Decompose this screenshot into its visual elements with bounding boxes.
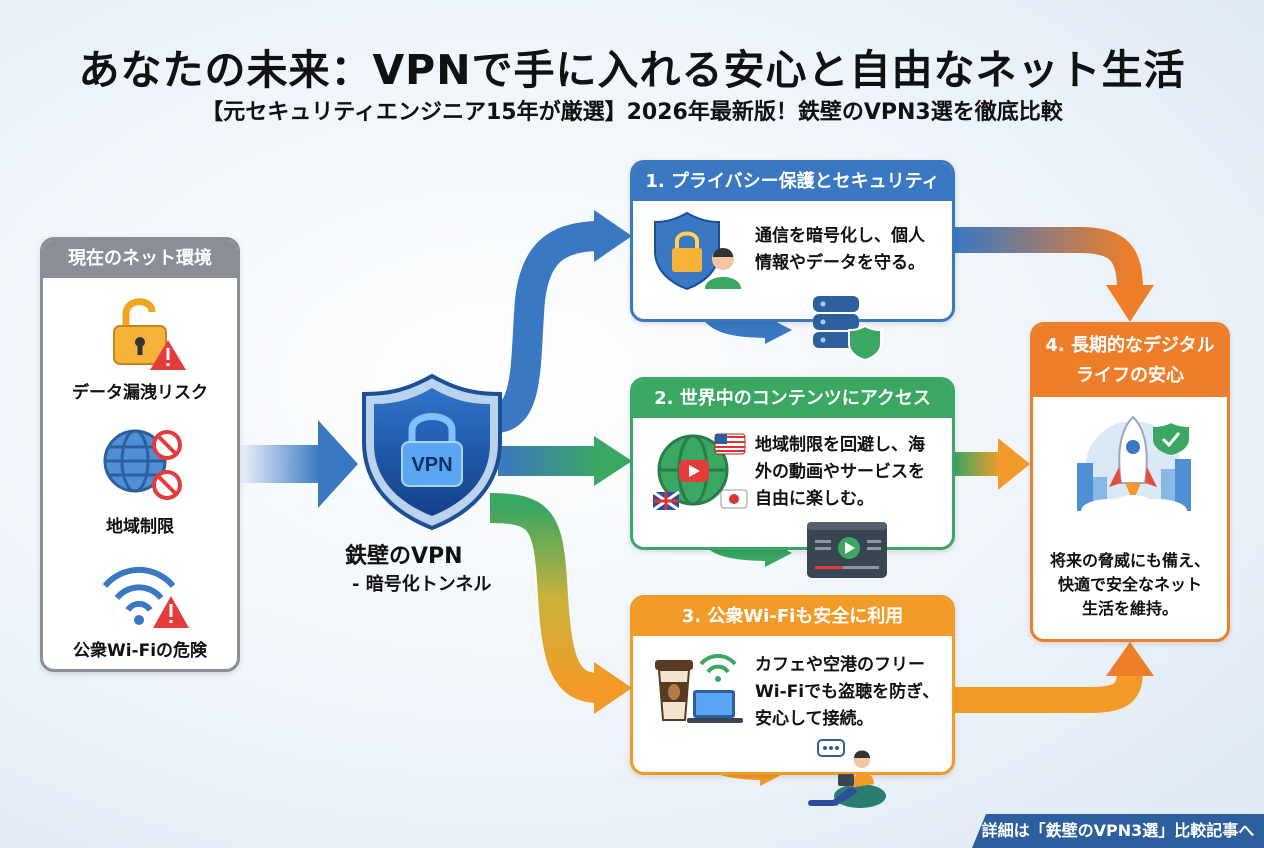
current-environment-panel: 現在のネット環境 データ漏洩リスク 地域制限 公衆Wi-Fiの危険 — [40, 237, 240, 672]
region-restriction-label: 地域制限 — [106, 517, 174, 537]
public-wifi-panel: 3. 公衆Wi-Fiも安全に利用 カフェや空港のフリー Wi-Fiでも盗聴を防ぎ… — [630, 595, 955, 775]
global-content-heading: 2. 世界中のコンテンツにアクセス — [633, 380, 952, 418]
arrow-vpn-to-contents — [498, 436, 632, 486]
current-environment-heading: 現在のネット環境 — [43, 240, 237, 278]
article-link-banner[interactable]: 詳細は「鉄壁のVPN3選」比較記事へ — [972, 814, 1264, 848]
arrow-privacy-to-future — [955, 227, 1154, 322]
global-content-panel: 2. 世界中のコンテンツにアクセス 地域制限を回避し、海 外の動画やサービスを … — [630, 377, 955, 550]
shield-user-icon — [654, 211, 741, 291]
page-title: あなたの未来：VPNで手に入れる安心と自由なネット生活 — [78, 46, 1186, 94]
data-leak-label: データ漏洩リスク — [72, 383, 208, 403]
public-wifi-text: カフェや空港のフリー Wi-Fiでも盗聴を防ぎ、 安心して接続。 — [755, 655, 940, 729]
arrow-vpn-to-wifi — [489, 493, 632, 714]
database-shield-icon — [813, 296, 882, 362]
arrow-to-server-head — [765, 316, 792, 344]
globe-blocked-icon — [103, 429, 182, 500]
privacy-security-panel: 1. プライバシー保護とセキュリティ 通信を暗号化し、個人 情報やデータを守る。 — [630, 160, 955, 322]
coffee-laptop-wifi-icon — [655, 653, 743, 723]
vpn-label: 鉄壁のVPN — [345, 544, 463, 569]
public-wifi-heading: 3. 公衆Wi-Fiも安全に利用 — [633, 598, 952, 636]
vpn-sublabel: - 暗号化トンネル — [352, 574, 492, 595]
vpn-shield-icon: VPN — [362, 373, 502, 531]
arrow-contents-to-future — [955, 438, 1030, 490]
arrow-wifi-to-future — [955, 642, 1154, 713]
open-lock-warning-icon — [113, 298, 186, 370]
future-security-panel: 4. 長期的なデジタル ライフの安心 将来の脅威にも備え、 快適で安全なネット … — [1030, 322, 1230, 642]
vpn-shield-text: VPN — [411, 454, 452, 476]
arrow-vpn-to-privacy — [493, 210, 632, 433]
public-wifi-danger-label: 公衆Wi-Fiの危険 — [72, 641, 208, 661]
privacy-security-text: 通信を暗号化し、個人 情報やデータを守る。 — [755, 226, 925, 273]
arrow-current-to-vpn — [240, 420, 358, 508]
user-with-tablet-icon — [808, 739, 886, 808]
future-security-heading: 4. 長期的なデジタル ライフの安心 — [1033, 325, 1227, 397]
wifi-warning-icon — [102, 567, 189, 628]
video-player-icon — [807, 522, 887, 578]
future-security-text: 将来の脅威にも備え、 快適で安全なネット 生活を維持。 — [1049, 551, 1210, 618]
page-subtitle: 【元セキュリティエンジニア15年が厳選】2026年最新版！鉄壁のVPN3選を徹底… — [201, 100, 1063, 125]
global-content-text: 地域制限を回避し、海 外の動画やサービスを 自由に楽しむ。 — [755, 435, 925, 509]
rocket-city-icon — [1077, 415, 1191, 523]
globe-video-icon — [652, 433, 748, 512]
privacy-security-heading: 1. プライバシー保護とセキュリティ — [633, 163, 952, 201]
